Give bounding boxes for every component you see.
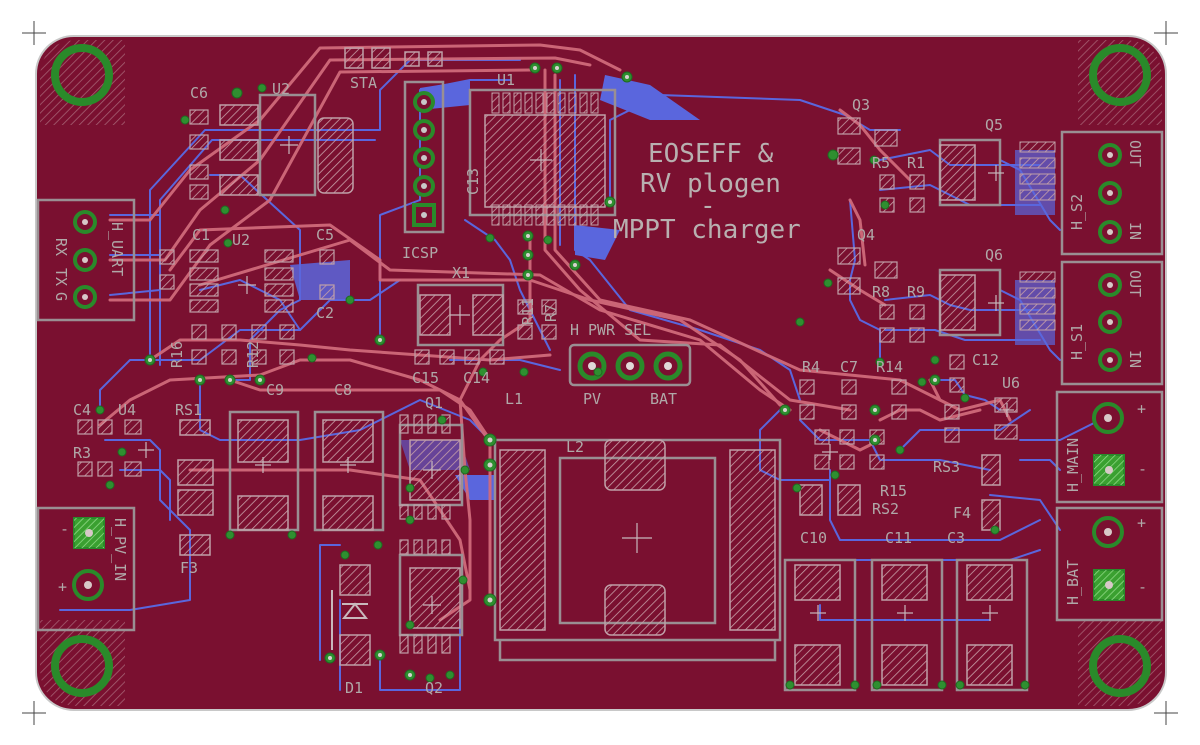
- label-c10: C10: [800, 529, 827, 547]
- pv-in-name: H_PV_IN: [111, 518, 129, 581]
- label-c1: C1: [192, 226, 210, 244]
- mounting-hole-tl: [51, 44, 113, 106]
- q-leads: [1019, 141, 1056, 331]
- label-q4: Q4: [857, 226, 875, 244]
- s1-out: OUT: [1126, 270, 1144, 297]
- label-h: H: [570, 321, 579, 339]
- label-q2: Q2: [425, 679, 443, 697]
- label-q5: Q5: [985, 116, 1003, 134]
- label-d1: D1: [345, 679, 363, 697]
- label-c8: C8: [334, 381, 352, 399]
- label-c3: C3: [947, 529, 965, 547]
- s1-name: H_S1: [1068, 324, 1086, 360]
- label-r12: R12: [244, 341, 262, 368]
- s2-in: IN: [1126, 222, 1144, 240]
- label-c2: C2: [316, 304, 334, 322]
- bat-name: H_BAT: [1064, 560, 1082, 605]
- board-title: EOSEFF & RV plogen - MPPT charger: [613, 139, 801, 245]
- connector-labels: RX TX G H_UART H_PV_IN - + OUT H_S2 IN O…: [52, 140, 1147, 605]
- label-r16: R16: [168, 341, 186, 368]
- title-line-3: -: [700, 191, 716, 221]
- label-c6: C6: [190, 84, 208, 102]
- label-pwr-sel: PWR SEL: [588, 321, 651, 339]
- label-rs3: RS3: [933, 458, 960, 476]
- label-r15: R15: [880, 482, 907, 500]
- uart-pin-g: G: [52, 292, 70, 301]
- label-icsp: ICSP: [402, 244, 438, 262]
- pv-in-minus: -: [60, 520, 69, 538]
- smd-pads: [177, 47, 1013, 686]
- title-line-1: EOSEFF &: [648, 139, 774, 169]
- label-r11: R11: [519, 298, 537, 325]
- label-l1: L1: [505, 390, 523, 408]
- title-line-2: RV plogen: [640, 169, 781, 199]
- centre-marks: [138, 136, 1014, 621]
- label-r14: R14: [876, 358, 903, 376]
- label-x1: X1: [452, 264, 470, 282]
- label-c11: C11: [885, 529, 912, 547]
- mounting-hole-br: [1089, 635, 1151, 697]
- label-c4: C4: [73, 401, 91, 419]
- mounting-hole-bl: [51, 635, 113, 697]
- s1-in: IN: [1126, 350, 1144, 368]
- label-c15: C15: [412, 369, 439, 387]
- label-u2a: U2: [272, 80, 290, 98]
- label-c7: C7: [840, 358, 858, 376]
- label-u2b: U2: [232, 231, 250, 249]
- corner-marks: [22, 21, 1178, 725]
- uart-name: H_UART: [108, 222, 126, 276]
- mounting-hole-tr: [1089, 44, 1151, 106]
- s2-out: OUT: [1126, 140, 1144, 167]
- label-r8: R8: [872, 283, 890, 301]
- label-f4: F4: [953, 504, 971, 522]
- label-c13: C13: [464, 168, 482, 195]
- pv-in-plus: +: [58, 578, 67, 596]
- label-r5: R5: [872, 154, 890, 172]
- label-r9: R9: [907, 283, 925, 301]
- mounting-holes: [51, 44, 1151, 697]
- bat-minus: -: [1138, 578, 1147, 596]
- main-plus: +: [1137, 400, 1146, 418]
- main-minus: -: [1138, 460, 1147, 478]
- label-rs2: RS2: [872, 500, 899, 518]
- label-f3: F3: [180, 559, 198, 577]
- uart-pin-rx: RX: [52, 238, 70, 256]
- label-c14: C14: [463, 369, 490, 387]
- label-u4: U4: [118, 401, 136, 419]
- label-pv: PV: [583, 390, 601, 408]
- title-line-4: MPPT charger: [613, 215, 801, 245]
- refdes-labels: STA U2 U1 C6 C13 ICSP C1 U2 C5 C2 X1 R11…: [73, 71, 1020, 697]
- label-rs1: RS1: [175, 401, 202, 419]
- label-r4: R4: [802, 358, 820, 376]
- label-q1: Q1: [425, 394, 443, 412]
- diode-d1-symbol: [331, 590, 369, 650]
- label-u1: U1: [497, 71, 515, 89]
- label-bat: BAT: [650, 390, 677, 408]
- u1-leads: [491, 92, 599, 226]
- label-q3: Q3: [852, 96, 870, 114]
- label-l2: L2: [566, 438, 584, 456]
- label-c12: C12: [972, 351, 999, 369]
- label-q6: Q6: [985, 246, 1003, 264]
- label-r3: R3: [73, 444, 91, 462]
- bat-plus: +: [1137, 514, 1146, 532]
- label-r1: R1: [907, 154, 925, 172]
- label-c9: C9: [266, 381, 284, 399]
- s2-name: H_S2: [1068, 194, 1086, 230]
- label-r7: R7: [542, 304, 560, 322]
- uart-pin-tx: TX: [52, 268, 70, 286]
- label-u6: U6: [1002, 374, 1020, 392]
- main-name: H_MAIN: [1064, 438, 1082, 492]
- label-sta: STA: [350, 74, 377, 92]
- label-c5: C5: [316, 226, 334, 244]
